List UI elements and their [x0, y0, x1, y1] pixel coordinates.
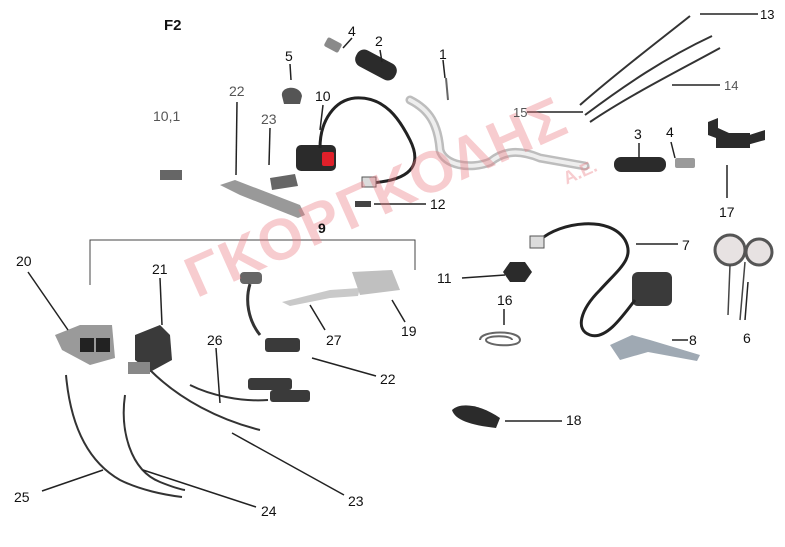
left-grip	[324, 37, 397, 81]
callout-22-upper: 22	[229, 83, 245, 99]
callout-17: 17	[719, 204, 735, 220]
clip-16	[479, 331, 522, 347]
cables	[579, 15, 721, 123]
callout-15: 15	[513, 105, 528, 120]
bracket-17	[708, 118, 765, 148]
lower-cables	[65, 374, 186, 498]
callout-20: 20	[16, 253, 32, 269]
diagram-code: F2	[164, 17, 182, 34]
callout-8: 8	[689, 332, 697, 348]
leader-lines	[27, 13, 758, 508]
callout-14: 14	[724, 78, 739, 93]
callout-11: 11	[437, 270, 452, 286]
handlebar	[405, 95, 590, 171]
callout-16: 16	[497, 292, 513, 308]
callout-9: 9	[318, 220, 326, 236]
right-switch	[529, 222, 672, 338]
master-cylinders	[149, 272, 310, 431]
callout-21: 21	[152, 261, 168, 277]
callout-10: 10	[315, 88, 331, 104]
callout-18: 18	[566, 412, 582, 428]
bracket-20	[55, 325, 115, 365]
callout-1: 1	[439, 46, 447, 62]
callout-4-right: 4	[666, 124, 674, 140]
callout-2: 2	[375, 33, 383, 49]
callout-19: 19	[401, 323, 417, 339]
callout-12: 12	[430, 196, 446, 212]
callout-23-lower: 23	[348, 493, 364, 509]
callout-5: 5	[285, 48, 293, 64]
callout-4-left: 4	[348, 23, 356, 39]
instrument-cluster	[713, 233, 774, 321]
callout-27: 27	[326, 332, 342, 348]
levers	[282, 270, 700, 361]
left-switch	[296, 96, 417, 188]
small-parts	[160, 77, 449, 218]
callout-25: 25	[14, 489, 30, 505]
callout-24: 24	[261, 503, 277, 519]
callout-23-upper: 23	[261, 111, 277, 127]
callout-6: 6	[743, 330, 751, 346]
right-grip	[614, 157, 695, 172]
nut-11	[503, 262, 532, 282]
bracket-21	[128, 325, 172, 374]
callout-10-1: 10,1	[153, 108, 181, 124]
callout-22-lower: 22	[380, 371, 396, 387]
cover-18	[452, 405, 500, 428]
callout-7: 7	[682, 237, 690, 253]
callout-13: 13	[760, 7, 775, 22]
group-bracket	[89, 239, 416, 285]
callout-3: 3	[634, 126, 642, 142]
callout-26: 26	[207, 332, 223, 348]
